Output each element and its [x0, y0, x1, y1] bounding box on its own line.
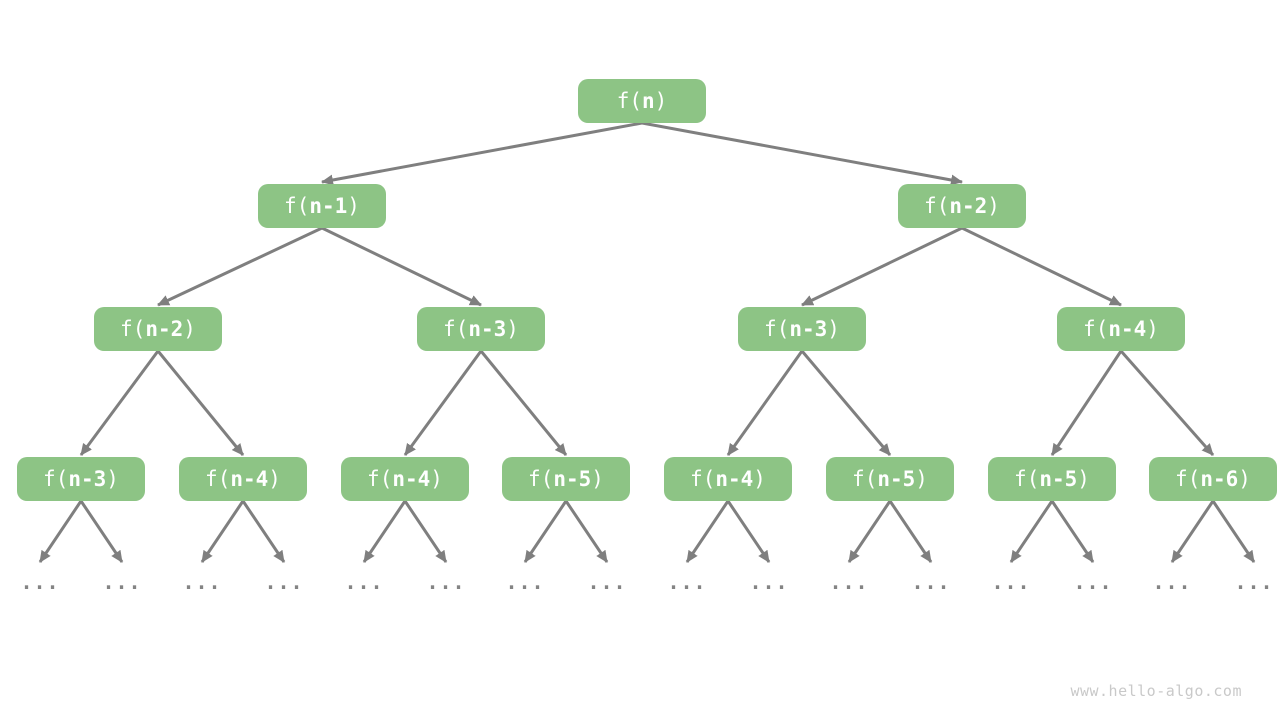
tree-edge-arrow: [241, 500, 286, 563]
ellipsis-leaf: ...: [182, 570, 222, 594]
ellipsis-leaf: ...: [667, 570, 707, 594]
tree-node: f(n-4): [179, 457, 307, 501]
ellipsis-leaf: ...: [587, 570, 627, 594]
tree-edge-arrow: [79, 500, 124, 563]
watermark: www.hello-algo.com: [1070, 682, 1242, 700]
tree-edge-arrow: [321, 226, 482, 307]
tree-edge-arrow: [38, 500, 83, 563]
ellipsis-leaf: ...: [1152, 570, 1192, 594]
tree-node: f(n-1): [258, 184, 386, 228]
tree-edge-arrow: [726, 350, 804, 456]
ellipsis-leaf: ...: [911, 570, 951, 594]
tree-edge-arrow: [847, 500, 892, 563]
tree-node: f(n-4): [1057, 307, 1185, 351]
tree-edge-arrow: [961, 226, 1122, 307]
tree-edge-arrow: [1211, 500, 1256, 563]
ellipsis-leaf: ...: [505, 570, 545, 594]
tree-edge-arrow: [641, 121, 963, 186]
tree-node: f(n): [578, 79, 706, 123]
tree-edge-arrow: [564, 500, 609, 563]
tree-edge-arrow: [479, 350, 568, 456]
tree-node: f(n-4): [664, 457, 792, 501]
tree-edge-arrow: [362, 500, 407, 563]
tree-node: f(n-5): [826, 457, 954, 501]
tree-edge-arrow: [1119, 350, 1215, 456]
tree-node: f(n-2): [94, 307, 222, 351]
tree-edge-arrow: [403, 350, 483, 456]
ellipsis-leaf: ...: [344, 570, 384, 594]
tree-edge-arrow: [1170, 500, 1215, 563]
tree-node: f(n-5): [502, 457, 630, 501]
tree-edge-arrow: [321, 121, 643, 186]
tree-edge-arrow: [801, 226, 963, 307]
tree-node: f(n-3): [738, 307, 866, 351]
tree-node: f(n-5): [988, 457, 1116, 501]
ellipsis-leaf: ...: [749, 570, 789, 594]
ellipsis-leaf: ...: [264, 570, 304, 594]
tree-node: f(n-6): [1149, 457, 1277, 501]
tree-node: f(n-3): [417, 307, 545, 351]
ellipsis-leaf: ...: [829, 570, 869, 594]
ellipsis-leaf: ...: [102, 570, 142, 594]
ellipsis-leaf: ...: [1073, 570, 1113, 594]
tree-node: f(n-4): [341, 457, 469, 501]
tree-edge-arrow: [1050, 500, 1095, 563]
tree-edge-arrow: [200, 500, 245, 563]
tree-edge-arrow: [1050, 350, 1123, 456]
tree-edge-arrow: [888, 500, 933, 563]
tree-edge-arrow: [403, 500, 448, 563]
tree-edge-arrow: [685, 500, 730, 563]
tree-edge-arrow: [726, 500, 771, 563]
tree-edge-arrow: [523, 500, 568, 563]
tree-node: f(n-3): [17, 457, 145, 501]
tree-edge-arrow: [79, 350, 160, 456]
ellipsis-leaf: ...: [20, 570, 60, 594]
tree-edge-arrow: [800, 350, 892, 456]
ellipsis-leaf: ...: [991, 570, 1031, 594]
tree-node: f(n-2): [898, 184, 1026, 228]
ellipsis-leaf: ...: [1234, 570, 1274, 594]
ellipsis-leaf: ...: [426, 570, 466, 594]
tree-edge-arrow: [156, 350, 245, 456]
tree-edge-arrow: [1009, 500, 1054, 563]
tree-edge-arrow: [157, 226, 323, 307]
